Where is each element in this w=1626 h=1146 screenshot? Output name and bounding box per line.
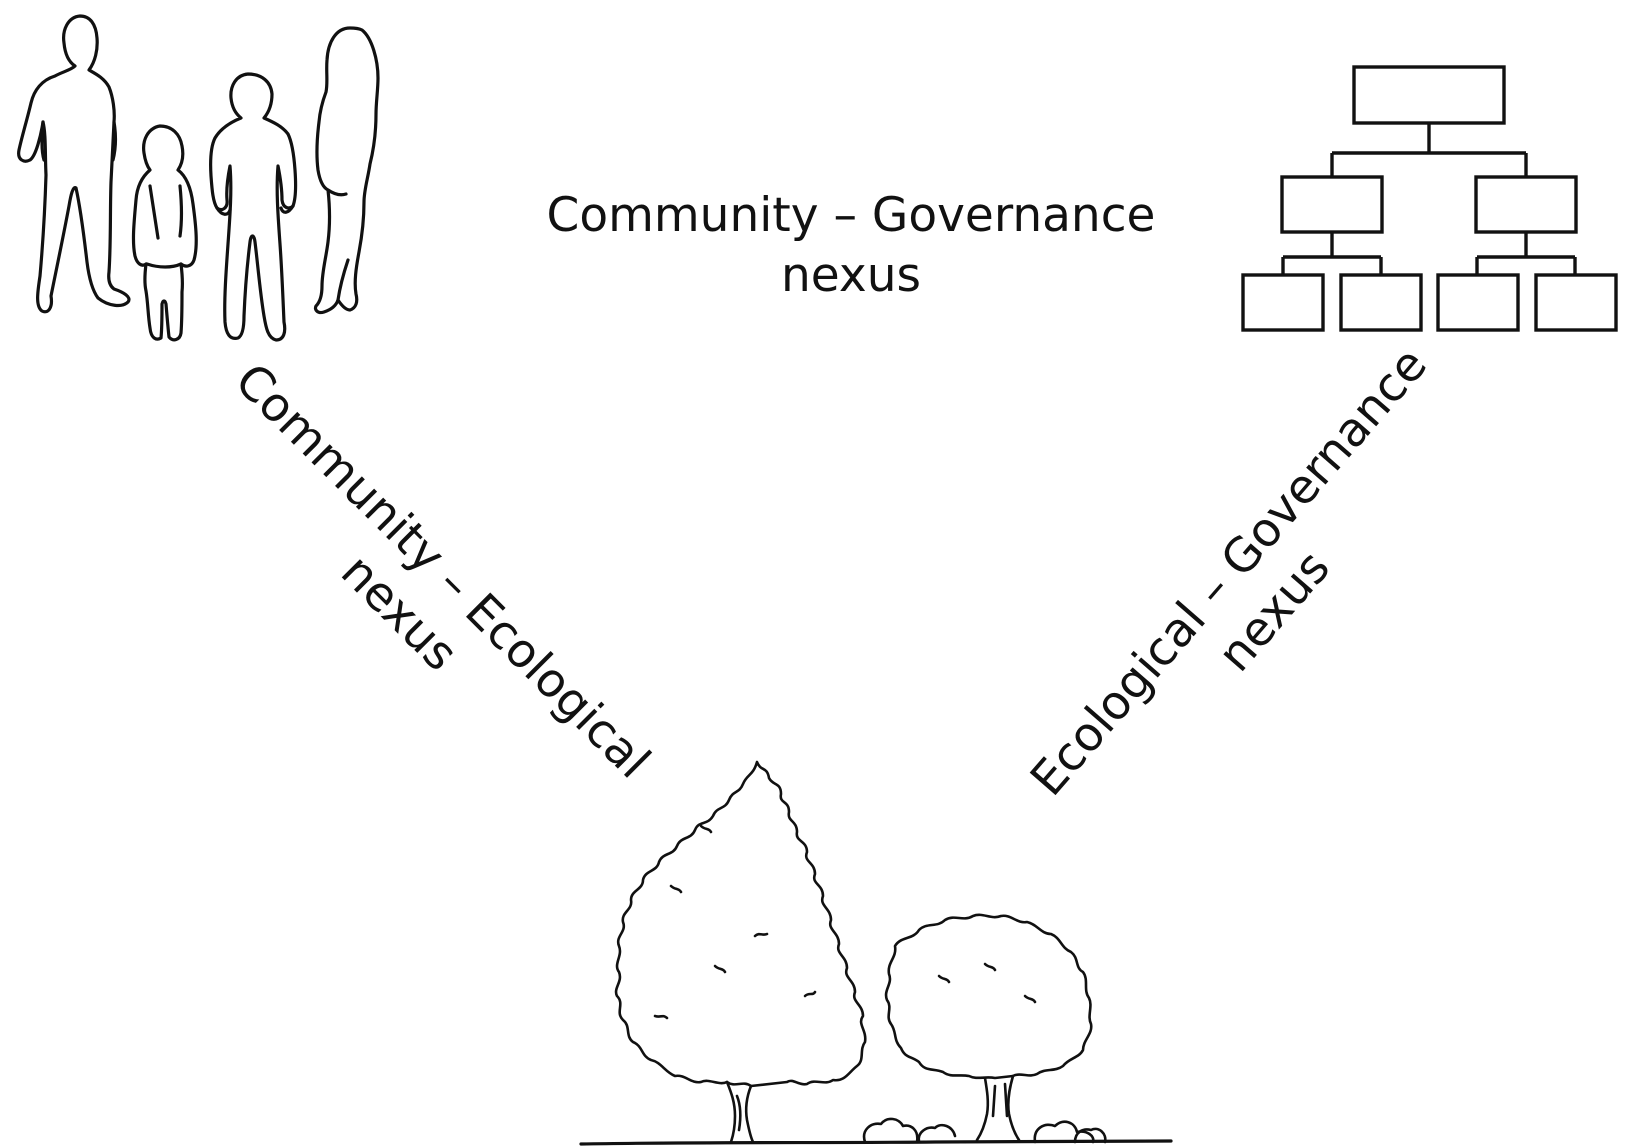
community-governance-nexus-label: Community – Governance nexus bbox=[541, 186, 1161, 306]
community-ecological-label-line1: Community – Ecological bbox=[224, 352, 661, 790]
ecological-governance-nexus-label: Ecological – Governance nexus bbox=[1010, 326, 1494, 858]
trees-icon bbox=[575, 756, 1175, 1146]
community-ecological-nexus-label: Community – Ecological nexus bbox=[180, 352, 661, 833]
ecological-governance-label-line2: nexus bbox=[1207, 540, 1341, 683]
people-silhouettes-icon bbox=[10, 10, 400, 355]
community-governance-label-line1: Community – Governance bbox=[546, 188, 1156, 243]
community-ecological-label-line2: nexus bbox=[330, 543, 469, 682]
community-governance-label-line2: nexus bbox=[781, 248, 921, 303]
org-chart-icon bbox=[1226, 63, 1626, 343]
ecological-governance-label-line1: Ecological – Governance bbox=[1020, 337, 1438, 807]
